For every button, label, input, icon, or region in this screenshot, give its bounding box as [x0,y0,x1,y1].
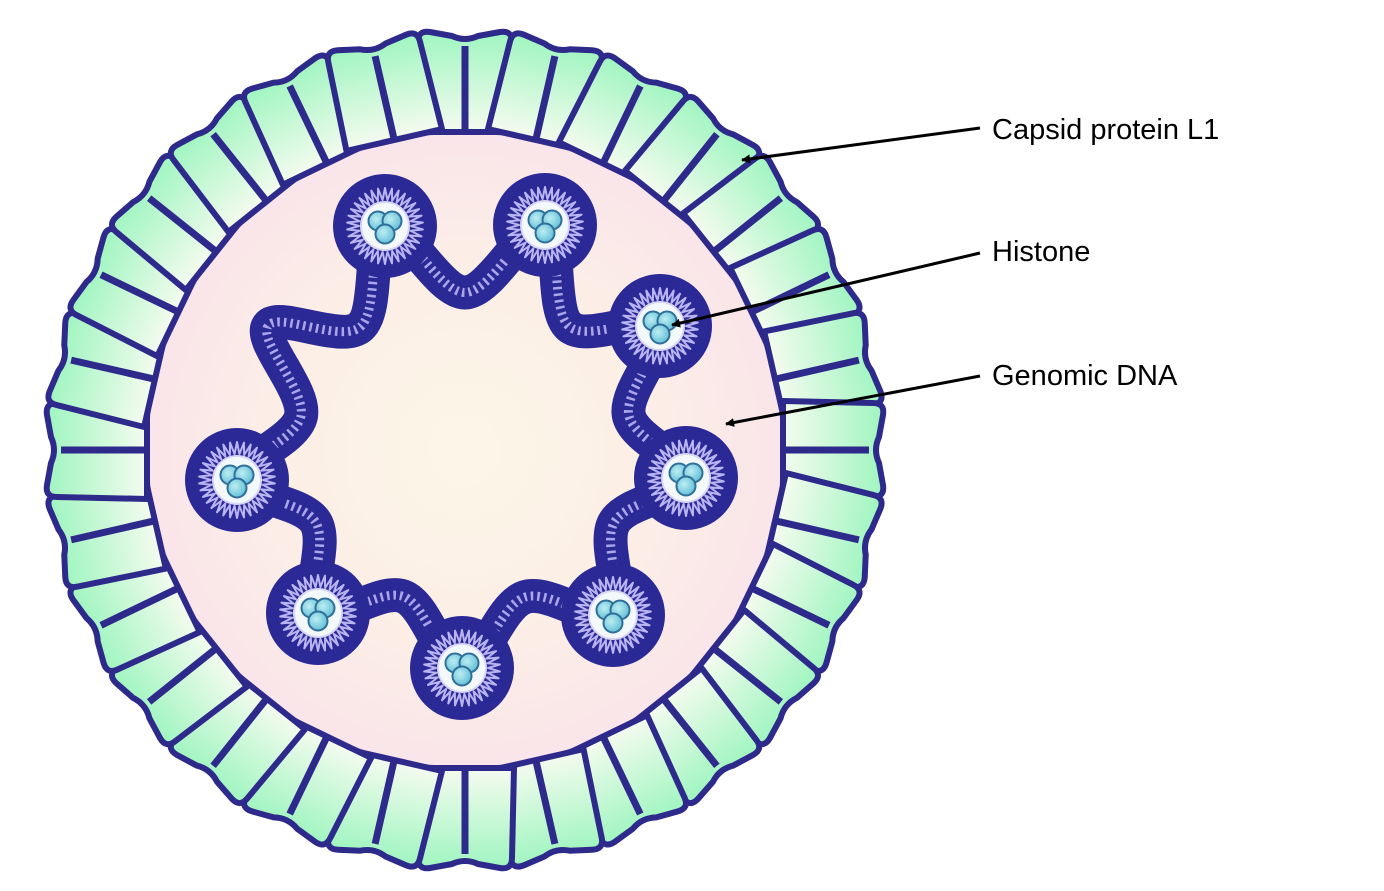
dna-leader-line [725,374,981,427]
nucleosome [634,426,738,530]
capsid-leader-line [741,126,981,164]
histone-core [527,209,563,244]
histone-label: Histone [992,236,1091,268]
capsid-inner-rim [145,130,785,770]
histone-core [219,464,255,499]
dna-strand [232,220,691,673]
capsomere [413,765,517,872]
nucleosome [410,616,514,720]
nucleosome [561,563,665,667]
genome-layer [185,173,738,720]
leader-lines [671,126,981,427]
histone-core [444,652,480,687]
histone-core [367,210,403,245]
histone-core [668,462,704,497]
nucleosome [185,428,289,532]
histone-leader-line [671,251,981,328]
nucleosome [608,274,712,378]
capsid-protein-label: Capsid protein L1 [992,114,1220,146]
nucleosome [493,173,597,277]
histone-core [595,599,631,634]
capsomere [324,30,446,154]
histone-core [300,597,336,632]
genomic-dna-label: Genomic DNA [992,360,1178,392]
nucleosome [333,174,437,278]
nucleosome [266,561,370,665]
